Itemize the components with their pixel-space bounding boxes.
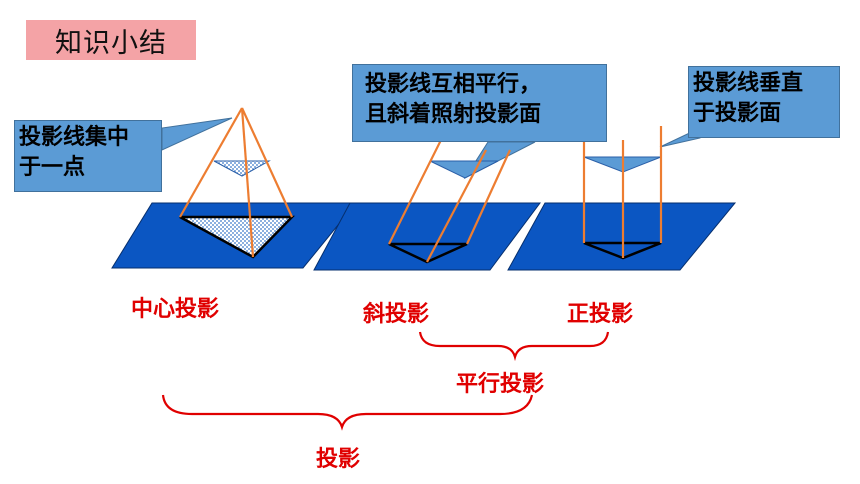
orthographic-callout-line-2: 于投影面 [693,101,782,126]
projection-plane-oblique [313,202,541,271]
central-callout: 投影线集中 于一点 [14,120,162,192]
oblique-rays [388,137,512,263]
oblique-shadow-triangle [388,242,468,264]
projection-plane-orthographic [507,202,737,271]
label-projection: 投影 [316,447,361,472]
central-projection-figure [179,107,295,259]
label-oblique-projection: 斜投影 [363,302,430,327]
section-title: 知识小结 [55,27,167,59]
oblique-callout-line-2: 且斜着照射投影面 [365,102,542,127]
oblique-projection-figure [388,137,512,264]
orthographic-callout-line-1: 投影线垂直 [693,71,804,96]
label-orthographic-projection: 正投影 [567,302,634,327]
central-rays [179,107,293,258]
central-callout-line-1: 投影线集中 [19,125,130,150]
orthographic-projection-figure [582,126,663,260]
label-central-projection: 中心投影 [131,297,220,322]
oblique-callout-line-1: 投影线互相平行， [365,72,542,97]
projection-brace [161,394,534,431]
central-callout-pointer [161,117,233,151]
oblique-callout: 投影线互相平行， 且斜着照射投影面 [352,64,607,142]
orthographic-callout: 投影线垂直 于投影面 [688,66,840,138]
central-object-triangle [213,160,271,177]
parallel-brace [418,331,610,362]
central-shadow-triangle [179,215,295,259]
central-callout-line-2: 于一点 [19,155,86,180]
label-parallel-projection: 平行投影 [456,372,545,397]
orthographic-rays [582,126,663,258]
oblique-object-triangle [429,160,499,179]
section-title-box: 知识小结 [26,20,196,60]
